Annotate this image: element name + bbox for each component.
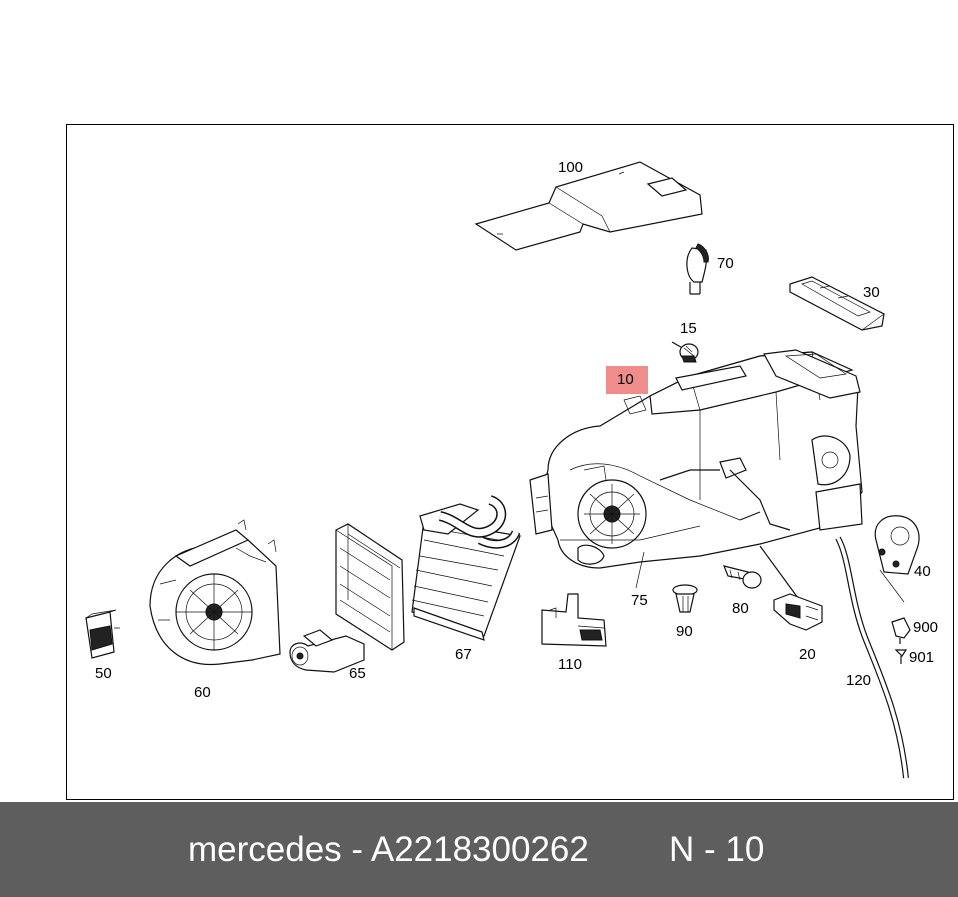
label-120: 120 (846, 672, 872, 689)
label-110: 110 (558, 656, 582, 673)
part-40-actuator (874, 515, 920, 603)
part-90-clip (672, 584, 698, 613)
label-75: 75 (631, 592, 648, 609)
part-30-filter-frame (789, 276, 885, 331)
part-60-blower (149, 519, 281, 666)
label-30: 30 (863, 284, 880, 301)
label-20: 20 (799, 646, 816, 663)
part-901-pin (894, 649, 908, 664)
label-90: 90 (676, 623, 693, 640)
part-110-bracket (541, 593, 607, 647)
part-20-sensor (759, 545, 823, 631)
label-50: 50 (95, 665, 112, 682)
leader-75 (635, 551, 645, 589)
label-70: 70 (717, 255, 734, 272)
label-67: 67 (455, 646, 472, 663)
label-15: 15 (680, 320, 697, 337)
part-100-insulation-mat (474, 161, 703, 251)
footer-diagram-ref: N - 10 (669, 830, 765, 869)
part-65-evaporator (289, 523, 405, 673)
label-65: 65 (349, 665, 366, 682)
label-40: 40 (914, 563, 931, 580)
part-10-hvac-housing (529, 349, 863, 569)
label-10-highlighted: 10 (606, 366, 648, 394)
part-50-control-module (85, 609, 120, 659)
part-80-screw (723, 565, 762, 589)
label-100: 100 (558, 159, 584, 176)
part-70-clip (686, 243, 709, 295)
label-60: 60 (194, 684, 211, 701)
label-900: 900 (913, 619, 939, 636)
footer-part-number: mercedes - A2218300262 (188, 830, 589, 869)
label-901: 901 (909, 649, 935, 666)
part-15-screw (671, 341, 699, 363)
exploded-parts-diagram (85, 161, 920, 779)
part-120-hose (835, 536, 909, 779)
part-900-plug (891, 617, 911, 644)
label-80: 80 (732, 600, 749, 617)
footer-bar: mercedes - A2218300262 N - 10 (0, 802, 958, 897)
part-67-heater-core (411, 495, 521, 641)
